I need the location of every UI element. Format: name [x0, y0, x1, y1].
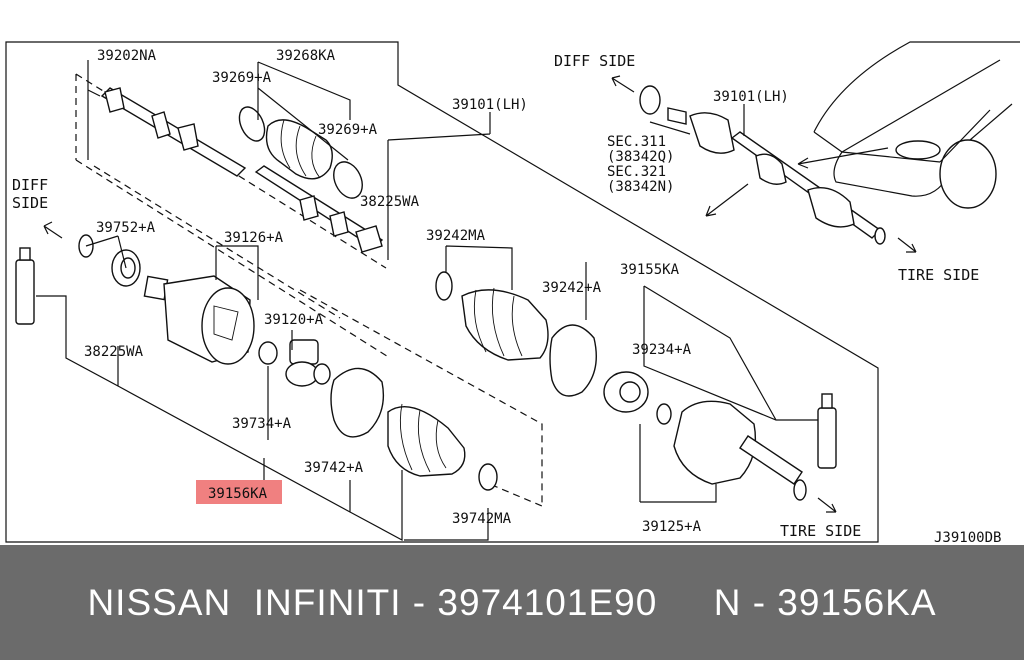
band-clamp-39269-a	[238, 106, 266, 142]
diagram-code: J39100DB	[934, 530, 1001, 545]
cage-39234-a	[603, 371, 649, 413]
label-39269a-1: 39269+A	[212, 70, 272, 86]
label-39742ma: 39742MA	[452, 511, 512, 527]
label-sec321: SEC.321	[607, 164, 666, 180]
diagram-frame	[5, 41, 879, 543]
grease-tube-right	[817, 393, 837, 469]
label-tire-side-inset: TIRE SIDE	[898, 266, 979, 284]
band-clamp-39242-a	[549, 324, 597, 397]
inset-drive-shaft	[639, 85, 886, 245]
label-sec321-code: (38342N)	[607, 179, 674, 195]
housing-39126-a	[143, 275, 255, 365]
label-39101lh-inset: 39101(LH)	[713, 89, 789, 105]
label-39202na: 39202NA	[97, 48, 157, 64]
label-39242ma: 39242MA	[426, 228, 486, 244]
band-clamp-39742ma	[478, 463, 498, 491]
label-39155ka: 39155KA	[620, 262, 680, 278]
drive-shaft-lower	[254, 165, 384, 253]
label-39269a-2: 39269+A	[318, 122, 378, 138]
part-number-banner: NISSAN INFINITI - 3974101E90 N - 39156KA	[0, 545, 1024, 660]
inset-leader-lines	[649, 104, 745, 136]
label-diff-side-inset: DIFF SIDE	[554, 52, 635, 70]
label-diff-side-main-2: SIDE	[12, 194, 48, 212]
label-39101lh-main: 39101(LH)	[452, 97, 528, 113]
label-39268ka: 39268KA	[276, 48, 336, 64]
label-39126a: 39126+A	[224, 230, 284, 246]
inset-vehicle	[813, 41, 1020, 209]
inner-joint-group-box	[93, 165, 543, 507]
label-sec311-code: (38342Q)	[607, 149, 674, 165]
diff-side-arrow-inset	[611, 75, 635, 93]
highlighted-part-box	[196, 480, 282, 504]
tire-side-arrow-inset	[897, 237, 917, 253]
exploded-parts-diagram: 39202NA 39268KA 39269+A 39269+A 39101(LH…	[5, 41, 1020, 545]
label-39742a: 39742+A	[304, 460, 364, 476]
drive-shaft-upper	[100, 87, 247, 177]
inset-pointer-arrows	[705, 147, 889, 217]
boot-39242ma	[461, 287, 549, 361]
band-clamp-39269-a-2	[333, 161, 363, 199]
label-39234a: 39234+A	[632, 342, 692, 358]
label-38225wa-1: 38225WA	[360, 194, 420, 210]
label-diff-side-main-1: DIFF	[12, 176, 48, 194]
band-clamp-39742-a	[330, 367, 385, 438]
label-39156ka: 39156KA	[208, 486, 268, 502]
label-tire-side-main: TIRE SIDE	[780, 522, 861, 540]
part-number-text: NISSAN INFINITI - 3974101E90 N - 39156KA	[87, 581, 937, 623]
grease-tube-left	[15, 247, 35, 325]
label-39125a: 39125+A	[642, 519, 702, 535]
label-39242a: 39242+A	[542, 280, 602, 296]
boot-39742ma	[387, 403, 466, 477]
label-39734a: 39734+A	[232, 416, 292, 432]
spider-assembly-39120-a	[285, 339, 331, 387]
band-clamp-39242-a-small	[435, 271, 453, 301]
diff-side-arrow-main	[43, 221, 63, 239]
ring-39234	[656, 403, 672, 425]
leader-lines	[36, 60, 818, 542]
snap-ring-39734-a	[258, 341, 278, 365]
label-sec311: SEC.311	[607, 134, 666, 150]
label-38225wa-2: 38225WA	[84, 344, 144, 360]
label-39120a: 39120+A	[264, 312, 324, 328]
label-39752a: 39752+A	[96, 220, 156, 236]
outer-joint-39155ka	[673, 400, 807, 501]
tire-side-arrow-main	[817, 497, 837, 513]
